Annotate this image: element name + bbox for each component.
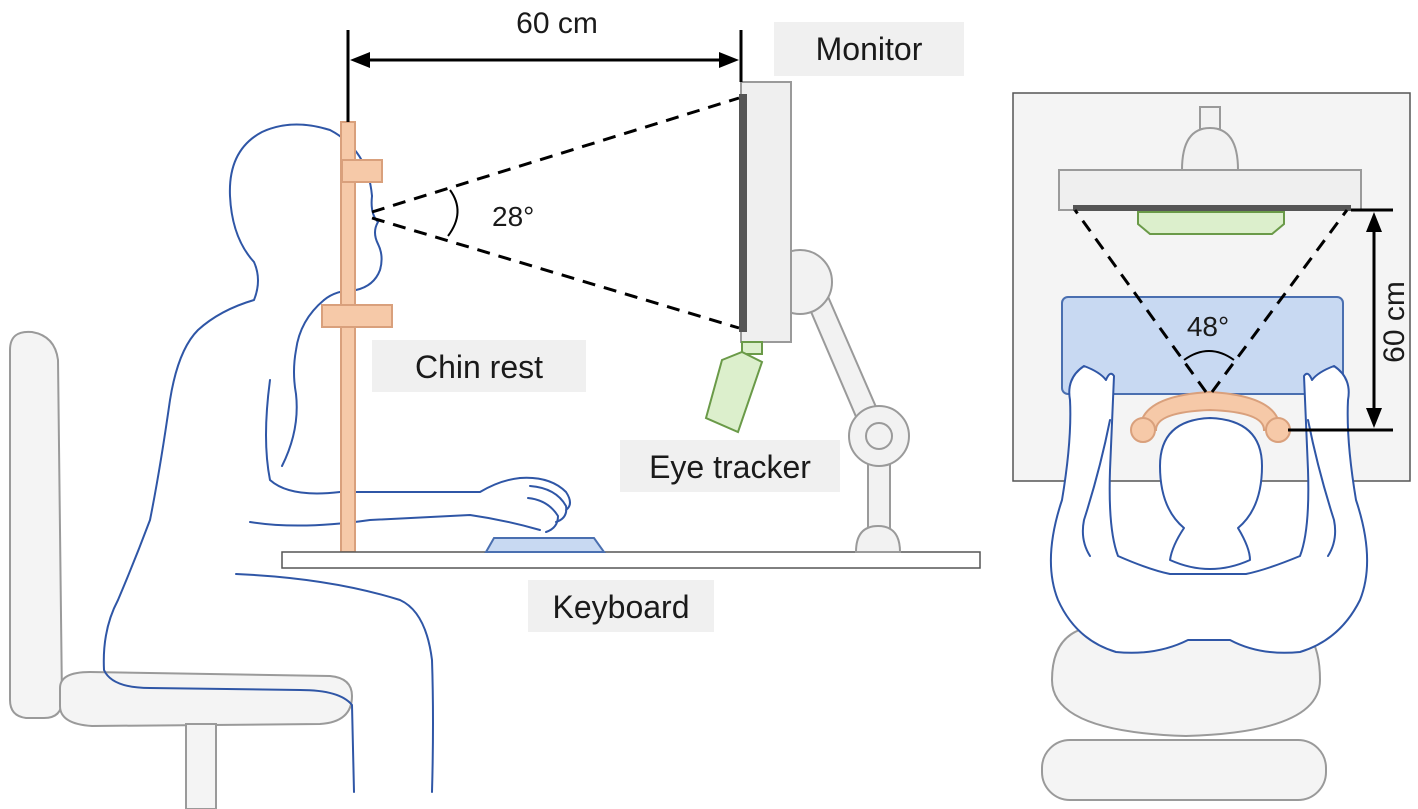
distance-label-top: 60 cm [1378,281,1411,363]
eye-tracker-mount [741,341,763,355]
distance-label-side: 60 cm [516,7,598,40]
chair-side [9,330,354,809]
label-monitor: Monitor [774,22,964,76]
person-side [102,123,571,793]
person-side-arm [265,379,521,495]
sight-line-top [371,96,740,214]
monitor-top-screen [1073,205,1351,211]
person-top-right-arm-inner [1307,419,1337,557]
person-side-fingers [519,476,571,533]
monitor-top-stand [1199,106,1221,130]
sight-line-left-top [1073,209,1208,393]
angle-label-top: 48° [1187,311,1229,342]
chin-pad [321,304,393,328]
chin-rest [321,121,393,553]
sight-line-bottom [371,216,740,330]
label-monitor-box [774,22,964,76]
angle-label-side: 28° [492,201,534,232]
sight-line-right-top [1210,209,1349,393]
chin-rest-top-left-end [1130,417,1156,443]
angle-arc-side [447,189,459,237]
person-side-back [281,299,325,467]
chair-top-back [1041,739,1327,801]
monitor-top-view [1058,106,1362,211]
person-side-lap [235,573,434,793]
view-angle-top [1073,209,1349,393]
monitor-top-mount [1180,126,1240,171]
chair-backrest [9,330,64,719]
dimension-top-arrow-lower [1366,408,1382,428]
label-keyboard: Keyboard [528,580,714,632]
angle-arc-top [1183,350,1235,361]
dimension-arrow-left [350,52,370,68]
label-eye-tracker-box [620,440,840,492]
monitor-screen [739,94,747,332]
label-eye-tracker-text: Eye tracker [649,449,811,485]
label-keyboard-text: Keyboard [553,589,690,625]
monitor-top-body [1058,169,1362,211]
monitor-side [739,81,792,343]
label-monitor-text: Monitor [816,31,923,67]
view-angle-side [371,96,740,330]
person-side-outline [102,123,373,793]
forehead-pad [341,159,383,183]
chin-rest-top-view [1130,390,1291,443]
distance-dimension-top [1288,208,1393,432]
chin-rest-top-right-end [1265,417,1291,443]
arm-base [854,524,902,553]
label-chin-rest: Chin rest [372,340,586,392]
chair-post [185,723,217,809]
person-side-forearm-lower [249,514,541,531]
dimension-top-arrow-upper [1366,212,1382,232]
person-top-body [1049,365,1369,654]
chin-rest-pole [340,121,356,553]
eye-tracker-top-view [1137,211,1285,235]
arm-joint-lower-inner [865,422,893,450]
chair-seat [59,670,354,728]
desk [281,551,981,569]
eye-tracker-body [704,350,764,434]
label-chin-rest-box [372,340,586,392]
keyboard-side [484,537,606,553]
distance-dimension-side [346,30,743,122]
person-top-left-arm-inner [1081,419,1111,557]
person-top-head [1159,417,1263,570]
label-eye-tracker: Eye tracker [620,440,840,492]
label-chin-rest-text: Chin rest [415,349,543,385]
person-top-view [1049,365,1369,654]
label-keyboard-box [528,580,714,632]
dimension-arrow-right [719,52,739,68]
eye-tracker-side [704,341,764,434]
monitor-body [740,81,792,343]
